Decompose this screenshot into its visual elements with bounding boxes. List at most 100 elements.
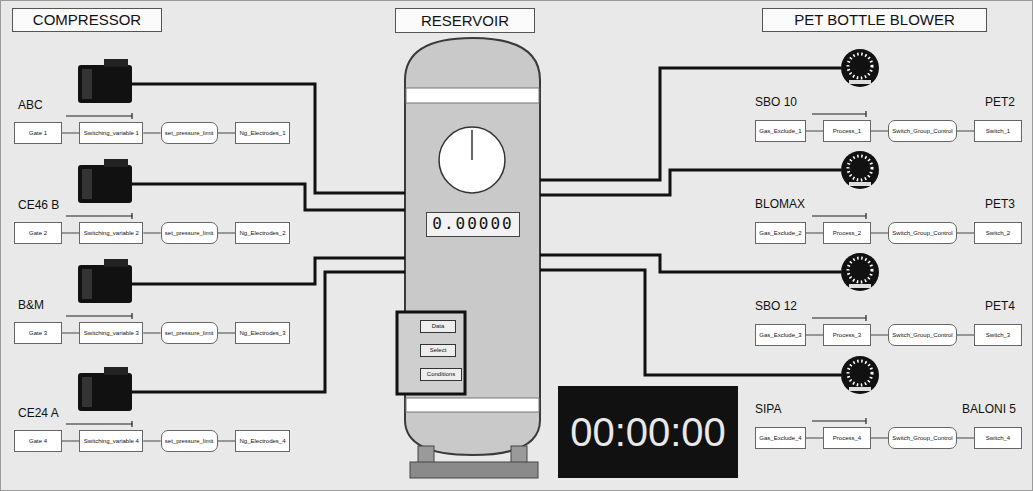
- panel-button: Select: [420, 344, 456, 357]
- button-text: Data: [432, 323, 445, 330]
- signal-line: [957, 233, 974, 234]
- block-text: Gate 3: [29, 330, 47, 337]
- signal-line: [871, 438, 888, 439]
- function-block: Switching_variable 2: [79, 222, 143, 244]
- signal-line: [143, 233, 160, 234]
- signal-line: [871, 131, 888, 132]
- block-text: Gas_Exclude_4: [759, 435, 801, 442]
- header-text: PET BOTTLE BLOWER: [794, 11, 955, 28]
- signal-line: [218, 233, 235, 234]
- function-block: Ng_Electrodes_4: [235, 430, 290, 452]
- function-block: Switching_variable 3: [79, 322, 143, 344]
- function-block: Gas_Exclude_4: [755, 427, 806, 449]
- signal-line: [62, 441, 79, 442]
- function-block: Switch_4: [974, 427, 1022, 449]
- function-block: set_pressure_limit: [161, 430, 218, 452]
- compressor-icon: CE24 A: [78, 373, 132, 411]
- signal-line: [957, 335, 974, 336]
- timer-text: 00:00:00: [570, 409, 726, 455]
- block-text: Ng_Electrodes_2: [239, 230, 285, 237]
- block-text: set_pressure_limit: [165, 438, 214, 445]
- function-block: Ng_Electrodes_2: [235, 222, 290, 244]
- block-text: Process_1: [833, 128, 861, 135]
- compressor-name: CE24 A: [18, 407, 59, 421]
- block-text: Switching_variable 2: [84, 230, 139, 237]
- function-block: Gas_Exclude_2: [755, 222, 806, 244]
- block-text: Switch_Group_Control: [892, 230, 952, 237]
- tank-drawing: [397, 38, 540, 478]
- function-block: set_pressure_limit: [161, 222, 218, 244]
- display-value: 0.00000: [432, 215, 513, 233]
- function-block: set_pressure_limit: [161, 322, 218, 344]
- pressure-display: 0.00000: [426, 212, 520, 237]
- function-block: Gate 4: [14, 430, 62, 452]
- blower-name: PET2: [985, 96, 1015, 110]
- signal-line: [806, 335, 823, 336]
- function-block: Switching_variable 1: [79, 122, 143, 144]
- block-text: Switch_Group_Control: [892, 435, 952, 442]
- air-pipe: [132, 184, 405, 210]
- signal-line: [806, 438, 823, 439]
- function-block: Switch_1: [974, 120, 1022, 142]
- block-text: Gas_Exclude_2: [759, 230, 801, 237]
- block-text: Switch_1: [986, 128, 1010, 135]
- header-box: COMPRESSOR: [12, 8, 162, 32]
- block-text: Gate 4: [29, 438, 47, 445]
- panel-button: Conditions: [420, 368, 462, 381]
- function-block: Ng_Electrodes_3: [235, 322, 290, 344]
- block-text: Gate 1: [29, 130, 47, 137]
- block-text: Gas_Exclude_3: [759, 332, 801, 339]
- button-text: Select: [430, 347, 447, 354]
- signal-line: [218, 133, 235, 134]
- air-pipe: [540, 68, 841, 180]
- button-text: Conditions: [427, 371, 455, 378]
- reservoir-tank: RESERVOIR0.00000DataSelectConditions: [405, 38, 540, 455]
- function-block: Gate 3: [14, 322, 62, 344]
- function-block: Process_1: [823, 120, 871, 142]
- signal-line: [218, 441, 235, 442]
- function-block: Process_2: [823, 222, 871, 244]
- blower-dial: BLOMAXPET3: [841, 151, 879, 189]
- function-block: Gate 2: [14, 222, 62, 244]
- function-block: Ng_Electrodes_1: [235, 122, 290, 144]
- block-text: Switch_3: [986, 332, 1010, 339]
- block-text: set_pressure_limit: [165, 230, 214, 237]
- blower-name: BLOMAX: [755, 198, 805, 212]
- function-block: Switch_Group_Control: [888, 120, 957, 142]
- block-text: Process_3: [833, 332, 861, 339]
- signal-line: [806, 233, 823, 234]
- block-text: Switch_Group_Control: [892, 332, 952, 339]
- header-text: COMPRESSOR: [33, 11, 141, 28]
- compressor-icon: B&M: [78, 265, 132, 303]
- tank-title: RESERVOIR: [395, 8, 535, 33]
- block-text: Switch_4: [986, 435, 1010, 442]
- blower-name: PET4: [985, 300, 1015, 314]
- compressor-name: CE46 B: [18, 199, 59, 213]
- block-text: Ng_Electrodes_3: [239, 330, 285, 337]
- air-pipe: [540, 270, 841, 375]
- signal-line: [143, 133, 160, 134]
- blower-name: PET3: [985, 198, 1015, 212]
- blower-name: SBO 12: [755, 300, 797, 314]
- signal-line: [806, 131, 823, 132]
- blower-dial: SIPABALONI 5: [841, 356, 879, 394]
- function-block: Switch_2: [974, 222, 1022, 244]
- function-block: Gate 1: [14, 122, 62, 144]
- signal-line: [871, 335, 888, 336]
- compressor-icon: ABC: [78, 65, 132, 103]
- function-block: Switch_Group_Control: [888, 427, 957, 449]
- block-text: Switching_variable 1: [84, 130, 139, 137]
- header-box: PET BOTTLE BLOWER: [762, 8, 987, 32]
- block-text: Process_2: [833, 230, 861, 237]
- air-pipe: [132, 84, 405, 193]
- air-pipe: [132, 272, 405, 392]
- signal-line: [143, 333, 160, 334]
- function-block: Gas_Exclude_1: [755, 120, 806, 142]
- block-text: Gate 2: [29, 230, 47, 237]
- block-text: Ng_Electrodes_1: [239, 130, 285, 137]
